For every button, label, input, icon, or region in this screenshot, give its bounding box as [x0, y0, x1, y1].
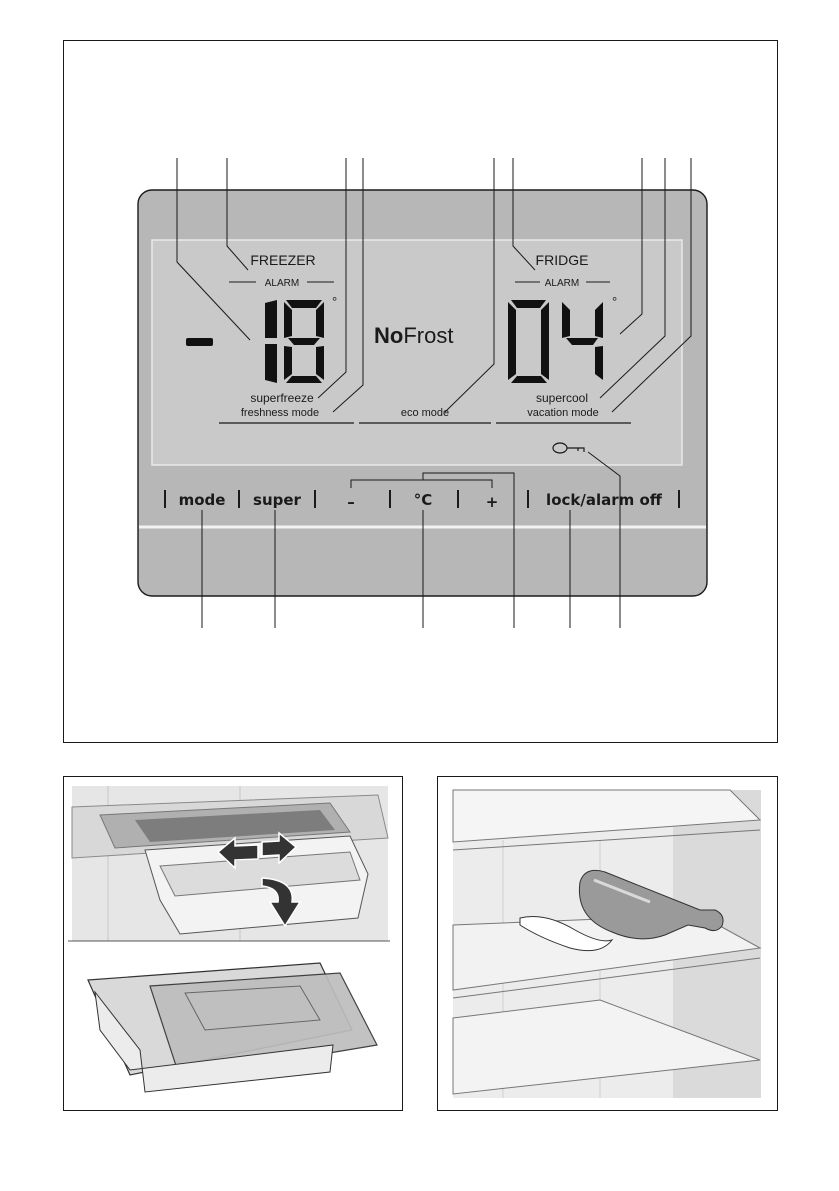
- fridge-degree: °: [612, 294, 617, 309]
- nofrost-logo: NoFrost: [374, 323, 453, 348]
- freshness-mode-label: freshness mode: [241, 407, 319, 419]
- celsius-button[interactable]: °C: [414, 491, 433, 509]
- fridge-label: FRIDGE: [536, 252, 589, 268]
- bottom-leader-lines: [201, 451, 621, 628]
- vacation-mode-label: vacation mode: [527, 407, 599, 419]
- key-icon: [552, 442, 585, 454]
- eco-mode-label: eco mode: [401, 407, 449, 419]
- super-button[interactable]: super: [253, 491, 302, 509]
- plus-minus-bracket: [350, 472, 515, 628]
- lcd-display: [151, 239, 683, 466]
- fridge-alarm-label: ALARM: [545, 278, 579, 289]
- minus-button[interactable]: –: [347, 493, 355, 511]
- lock-alarm-off-button[interactable]: lock/alarm off: [546, 491, 663, 509]
- fridge-digit-4: [562, 302, 603, 380]
- supercool-label: supercool: [536, 391, 588, 405]
- freezer-label: FREEZER: [250, 252, 315, 268]
- mode-button[interactable]: mode: [179, 491, 226, 509]
- button-separators: [164, 490, 680, 508]
- bottle-shelf-figure: [437, 776, 778, 1111]
- freezer-degree: °: [332, 294, 337, 309]
- freezer-alarm-label: ALARM: [265, 278, 299, 289]
- drawer-illustration-figure: [63, 776, 403, 1111]
- freezer-digit-1: [265, 300, 277, 383]
- freezer-digit-8: [284, 300, 324, 383]
- superfreeze-label: superfreeze: [250, 391, 314, 405]
- freezer-minus-sign: [186, 338, 213, 346]
- plus-button[interactable]: +: [486, 493, 499, 511]
- fridge-digit-0: [508, 300, 549, 383]
- top-leader-lines: [176, 158, 692, 413]
